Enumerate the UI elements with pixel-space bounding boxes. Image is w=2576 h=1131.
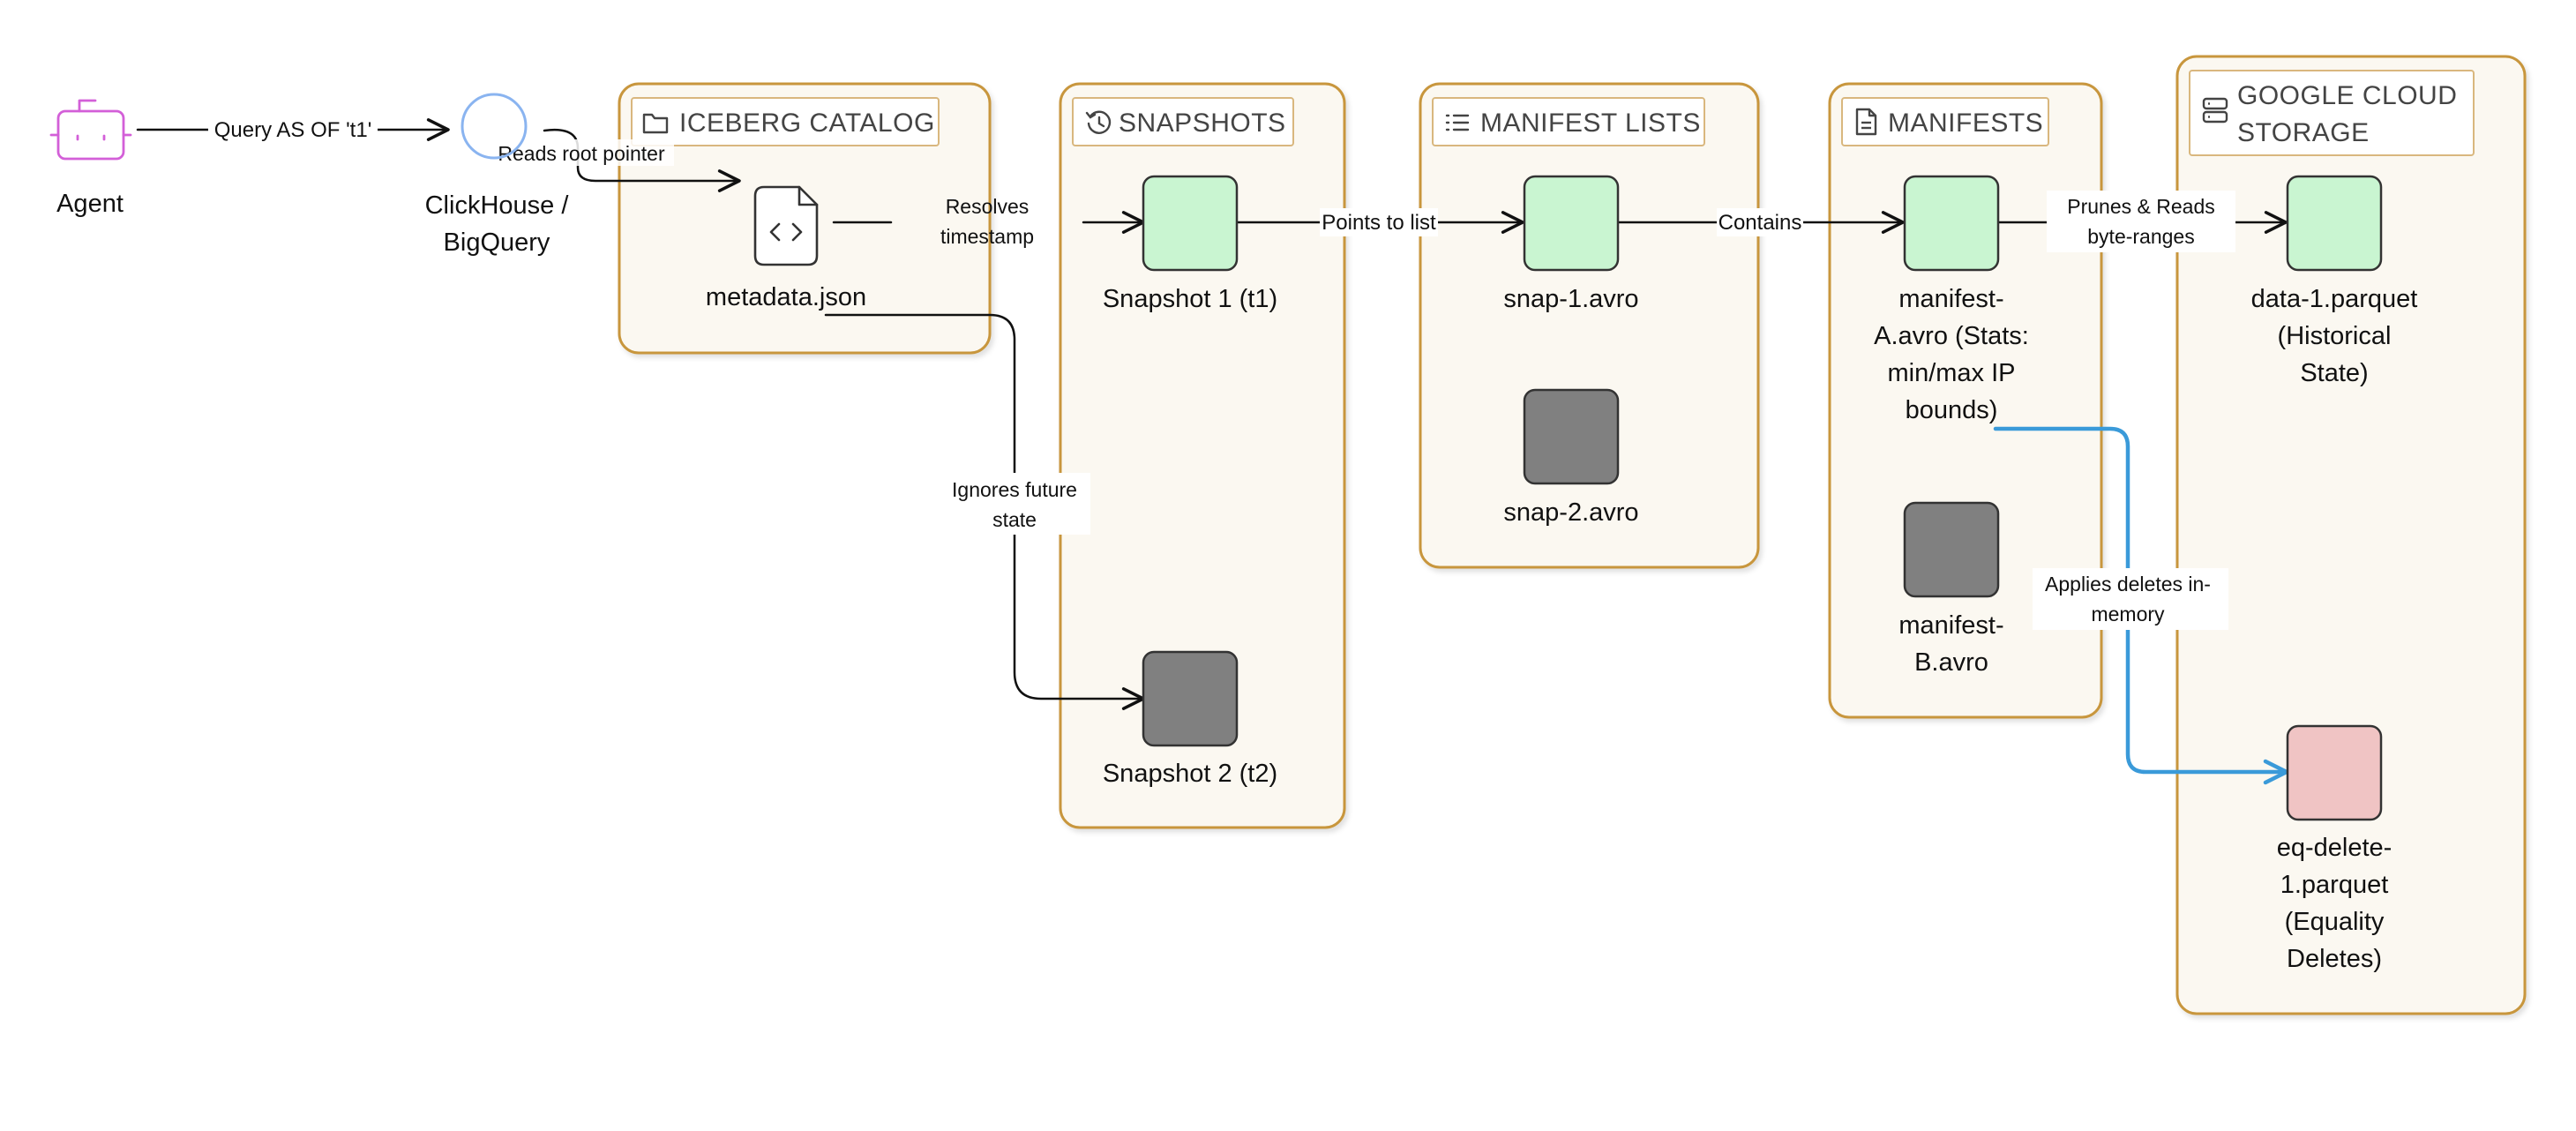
node-manifest-a[interactable]: manifest- A.avro (Stats: min/max IP boun…: [1874, 175, 2029, 424]
group-title-manifest-lists: MANIFEST LISTS: [1480, 109, 1701, 138]
node-label-data-1-line3: State): [2300, 359, 2368, 387]
node-label-engine-line2: BigQuery: [444, 228, 550, 257]
edge-label-query: Query AS OF 't1': [214, 118, 372, 142]
node-label-agent: Agent: [56, 190, 124, 218]
edge-reads-root: [543, 128, 741, 192]
node-label-eq-delete-line3: (Equality: [2285, 908, 2385, 936]
node-label-manifest-b-line1: manifest-: [1898, 611, 2003, 640]
code-file-icon: [753, 185, 819, 266]
node-snapshot-1[interactable]: Snapshot 1 (t1): [1103, 175, 1277, 313]
folder-icon: [642, 113, 669, 134]
document-icon: [1855, 108, 1877, 136]
node-label-eq-delete-line4: Deletes): [2287, 945, 2382, 973]
edge-label-points-to: Points to list: [1322, 211, 1436, 235]
storage-icon: [2202, 97, 2228, 124]
node-label-snapshot-1: Snapshot 1 (t1): [1103, 285, 1277, 313]
group-title-snapshots: SNAPSHOTS: [1119, 109, 1286, 138]
node-snapshot-2[interactable]: Snapshot 2 (t2): [1103, 650, 1277, 788]
node-agent[interactable]: Agent: [49, 99, 132, 218]
robot-icon: [49, 99, 132, 161]
list-icon: [1445, 114, 1470, 131]
edge-label-prunes-line1: Prunes & Reads: [2067, 195, 2214, 218]
node-label-eq-delete-line2: 1.parquet: [2280, 871, 2389, 899]
node-data-1-parquet[interactable]: data-1.parquet (Historical State): [2251, 175, 2418, 387]
node-label-engine-line1: ClickHouse /: [425, 191, 570, 220]
group-title-storage-line1: GOOGLE CLOUD: [2237, 81, 2457, 110]
group-manifest-lists: MANIFEST LISTS: [1419, 82, 1760, 569]
edge-label-ignores-line2: state: [992, 508, 1037, 531]
node-eq-delete-parquet[interactable]: eq-delete- 1.parquet (Equality Deletes): [2277, 724, 2393, 973]
node-clickhouse-bigquery[interactable]: ClickHouse / BigQuery: [425, 93, 570, 257]
edge-label-resolves-line1: Resolves: [946, 195, 1030, 218]
node-snap-1-avro[interactable]: snap-1.avro: [1503, 175, 1639, 313]
node-snap-2-avro[interactable]: snap-2.avro: [1503, 388, 1639, 527]
node-label-data-1-line1: data-1.parquet: [2251, 285, 2418, 313]
node-label-snap-2-avro: snap-2.avro: [1503, 498, 1638, 527]
group-manifests: MANIFESTS: [1828, 82, 2103, 719]
edge-label-applies-line1: Applies deletes in-: [2045, 573, 2211, 595]
edge-label-prunes-line2: byte-ranges: [2087, 225, 2194, 248]
node-label-eq-delete-line1: eq-delete-: [2277, 834, 2393, 862]
node-label-snapshot-2: Snapshot 2 (t2): [1103, 760, 1277, 788]
group-title-storage-line2: STORAGE: [2237, 118, 2370, 147]
edge-label-contains: Contains: [1719, 211, 1802, 235]
circle-icon: [461, 93, 528, 160]
group-title-manifests: MANIFESTS: [1888, 109, 2043, 138]
history-icon: [1085, 110, 1112, 134]
edge-label-applies-line2: memory: [2091, 603, 2165, 625]
group-title-catalog: ICEBERG CATALOG: [679, 109, 935, 138]
node-manifest-b[interactable]: manifest- B.avro: [1898, 501, 2004, 677]
edge-label-reads-root: Reads root pointer: [498, 142, 665, 165]
node-label-manifest-a-line2: A.avro (Stats:: [1874, 322, 2029, 350]
node-label-data-1-line2: (Historical: [2278, 322, 2392, 350]
node-label-manifest-a-line1: manifest-: [1898, 285, 2003, 313]
group-snapshots: SNAPSHOTS: [1059, 82, 1346, 829]
node-label-metadata: metadata.json: [706, 283, 866, 311]
edge-label-resolves-line2: timestamp: [940, 225, 1034, 248]
node-metadata-json[interactable]: metadata.json: [706, 185, 866, 311]
node-label-manifest-b-line2: B.avro: [1914, 648, 1988, 677]
edge-label-ignores-line1: Ignores future: [952, 478, 1077, 501]
node-label-snap-1-avro: snap-1.avro: [1503, 285, 1638, 313]
edge-labels: Query AS OF 't1' Reads root pointer Reso…: [208, 116, 2235, 630]
node-label-manifest-a-line3: min/max IP: [1887, 359, 2015, 387]
node-label-manifest-a-line4: bounds): [1906, 396, 1998, 424]
